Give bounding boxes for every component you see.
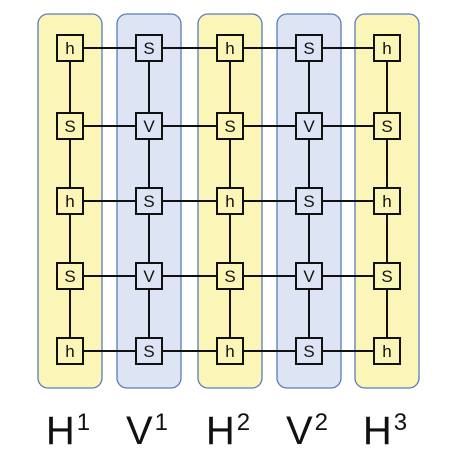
node-label: V (303, 117, 315, 136)
node-label: h (382, 192, 391, 211)
node-h-c1-r5: h (56, 337, 84, 365)
node-box (373, 112, 401, 140)
node-h-c5-r3: h (373, 187, 401, 215)
node-v-c2-r2: V (135, 112, 163, 140)
node-label: S (143, 192, 154, 211)
node-box (373, 262, 401, 290)
node-label: S (224, 117, 235, 136)
node-label: h (65, 192, 74, 211)
node-box (295, 187, 323, 215)
node-s-c5-r4: S (373, 262, 401, 290)
column-label-superscript: 1 (155, 409, 168, 436)
node-box (295, 337, 323, 365)
node-s-c3-r2: S (216, 112, 244, 140)
node-box (373, 337, 401, 365)
node-label: S (64, 267, 75, 286)
node-box (135, 262, 163, 290)
column-label-superscript: 2 (315, 409, 328, 436)
node-label: h (225, 342, 234, 361)
node-label: S (303, 39, 314, 58)
node-box (135, 112, 163, 140)
node-box (135, 187, 163, 215)
node-box (56, 337, 84, 365)
column-label-base: H (206, 409, 235, 453)
node-box (135, 34, 163, 62)
node-label: S (143, 39, 154, 58)
node-label: S (381, 267, 392, 286)
node-box (216, 187, 244, 215)
node-s-c5-r2: S (373, 112, 401, 140)
column-label-superscript: 3 (394, 409, 407, 436)
node-h-c1-r1: h (56, 34, 84, 62)
node-label: S (381, 117, 392, 136)
node-v-c2-r4: V (135, 262, 163, 290)
node-v-c4-r2: V (295, 112, 323, 140)
node-label: S (143, 342, 154, 361)
node-box (295, 262, 323, 290)
column-label-v2: V2 (286, 409, 328, 453)
node-s-c1-r4: S (56, 262, 84, 290)
node-box (56, 112, 84, 140)
node-label: S (303, 192, 314, 211)
node-box (56, 34, 84, 62)
node-box (216, 337, 244, 365)
node-label: V (143, 267, 155, 286)
node-h-c3-r5: h (216, 337, 244, 365)
node-box (295, 112, 323, 140)
node-box (56, 187, 84, 215)
column-label-v1: V1 (126, 409, 168, 453)
node-label: h (225, 39, 234, 58)
node-label: h (225, 192, 234, 211)
column-label-superscript: 2 (237, 409, 250, 436)
node-box (295, 34, 323, 62)
node-label: S (303, 342, 314, 361)
column-label-base: H (46, 409, 75, 453)
node-box (216, 112, 244, 140)
column-label-superscript: 1 (77, 409, 90, 436)
edges (69, 47, 388, 352)
node-s-c2-r1: S (135, 34, 163, 62)
node-label: h (382, 342, 391, 361)
node-s-c4-r1: S (295, 34, 323, 62)
node-label: V (303, 267, 315, 286)
node-box (56, 262, 84, 290)
column-label-base: H (363, 409, 392, 453)
node-h-c1-r3: h (56, 187, 84, 215)
node-s-c4-r3: S (295, 187, 323, 215)
node-h-c3-r3: h (216, 187, 244, 215)
node-h-c5-r1: h (373, 34, 401, 62)
column-label-h2: H2 (206, 409, 250, 453)
node-box (216, 262, 244, 290)
node-label: S (64, 117, 75, 136)
node-label: h (382, 39, 391, 58)
node-s-c3-r4: S (216, 262, 244, 290)
column-label-base: V (286, 409, 313, 453)
node-label: h (65, 39, 74, 58)
node-label: h (65, 342, 74, 361)
column-label-h1: H1 (46, 409, 90, 453)
node-label: S (224, 267, 235, 286)
node-label: V (143, 117, 155, 136)
node-h-c5-r5: h (373, 337, 401, 365)
node-box (373, 187, 401, 215)
node-box (135, 337, 163, 365)
node-box (373, 34, 401, 62)
node-box (216, 34, 244, 62)
column-label-h3: H3 (363, 409, 407, 453)
node-h-c3-r1: h (216, 34, 244, 62)
node-v-c4-r4: V (295, 262, 323, 290)
column-label-base: V (126, 409, 153, 453)
node-s-c4-r5: S (295, 337, 323, 365)
node-s-c2-r5: S (135, 337, 163, 365)
node-s-c1-r2: S (56, 112, 84, 140)
node-s-c2-r3: S (135, 187, 163, 215)
